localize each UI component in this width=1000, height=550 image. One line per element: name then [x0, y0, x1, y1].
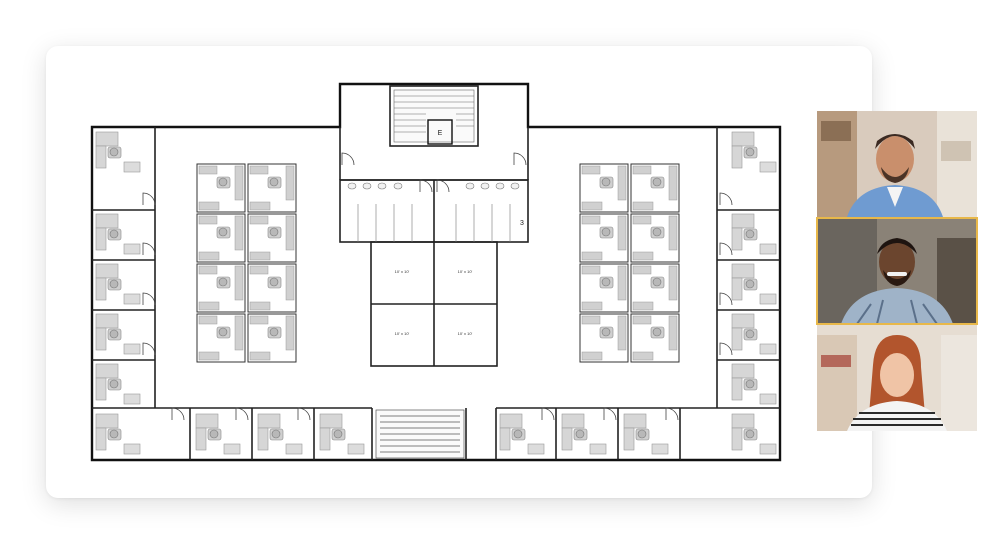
restroom-number: 3 [520, 220, 524, 227]
participant-photo [817, 218, 977, 324]
meeting-room-label: 10' x 10' [395, 331, 410, 336]
right-offices [732, 132, 776, 454]
doors [142, 152, 733, 421]
left-offices [96, 132, 140, 454]
participant-video-1[interactable] [817, 111, 977, 217]
cubicles-right [580, 164, 679, 362]
meeting-room-label: 10' x 10' [395, 269, 410, 274]
stairwell-bottom [375, 409, 465, 459]
cubicles-left [197, 164, 296, 362]
stairwell-top [393, 89, 475, 145]
elevator-label: E [438, 130, 443, 137]
participant-video-3[interactable] [817, 325, 977, 431]
restroom-fixtures [347, 182, 520, 242]
meeting-room-label: 10' x 10' [458, 269, 473, 274]
meeting-room-label: 10' x 10' [458, 331, 473, 336]
interior-walls [92, 85, 780, 460]
participant-video-2[interactable] [816, 217, 978, 325]
participant-photo [817, 111, 977, 217]
participant-photo [817, 325, 977, 431]
